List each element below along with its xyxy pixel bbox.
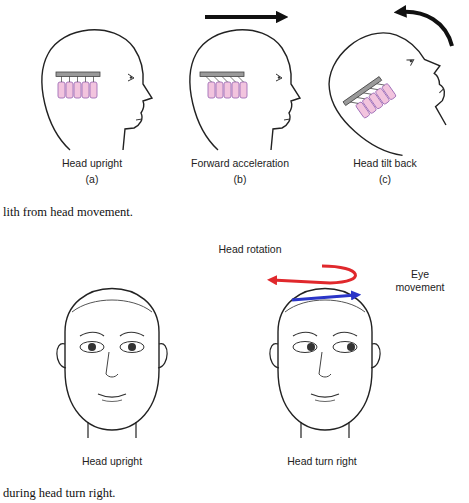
acceleration-arrow — [205, 15, 282, 19]
label-text: during head turn right. — [3, 486, 115, 500]
label-text: (b) — [234, 173, 247, 185]
label-text: Head tilt back — [353, 157, 417, 169]
label-text: Eye movement — [395, 268, 444, 293]
label-text: Head upright — [82, 455, 142, 467]
figure-letter: (b) — [234, 173, 247, 186]
head-profile — [311, 10, 469, 172]
label-text: lith from head movement. — [3, 205, 133, 219]
figure-letter: (a) — [86, 173, 99, 186]
figure-letter: (c) — [379, 173, 391, 186]
label-text: Forward acceleration — [191, 157, 289, 169]
head-profile — [190, 30, 300, 150]
label-text: (a) — [86, 173, 99, 185]
label-text: Head turn right — [287, 455, 356, 467]
figure-label: Forward acceleration — [191, 157, 289, 170]
arrow-label: Head rotation — [218, 243, 281, 256]
rotation-arrow — [272, 266, 355, 283]
head-profile — [42, 30, 152, 150]
face-front — [57, 289, 167, 439]
label-text: (c) — [379, 173, 391, 185]
figure-label: Head upright — [82, 455, 142, 468]
caption-fragment: lith from head movement. — [3, 205, 133, 220]
eye-movement-arrow — [292, 295, 356, 300]
figure-label: Head turn right — [287, 455, 356, 468]
label-text: Head rotation — [218, 243, 281, 255]
figure-label: Head tilt back — [353, 157, 417, 170]
caption-fragment: during head turn right. — [3, 486, 115, 501]
arrow-label: Eye movement — [391, 268, 449, 293]
face-front — [270, 289, 380, 439]
figure-label: Head upright — [62, 157, 122, 170]
label-text: Head upright — [62, 157, 122, 169]
